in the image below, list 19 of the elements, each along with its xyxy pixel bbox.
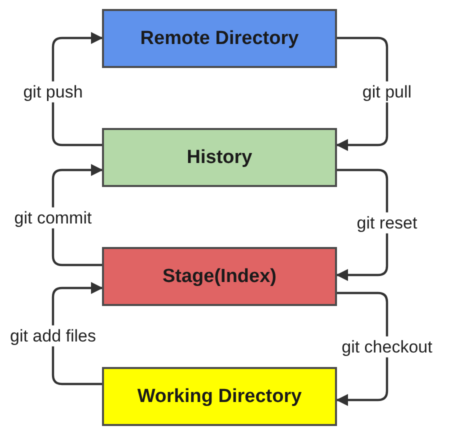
arrow [336, 168, 388, 281]
edge-label: git add files [8, 325, 98, 347]
box-label: History [186, 146, 252, 170]
edge-label: git checkout [340, 336, 434, 358]
edge-label: git push [21, 80, 85, 102]
arrow [52, 32, 103, 146]
box-label: Working Directory [137, 384, 302, 408]
arrow [52, 282, 103, 386]
edge-label: git reset [354, 212, 420, 234]
arrow [336, 36, 388, 151]
process-box [102, 367, 337, 426]
process-box [102, 247, 337, 306]
arrow [336, 292, 388, 406]
edge-label: git commit [12, 206, 94, 228]
arrow [52, 164, 103, 266]
box-label: Remote Directory [140, 26, 299, 50]
process-box [102, 128, 337, 187]
box-label: Stage(Index) [162, 264, 277, 288]
process-box [102, 9, 337, 68]
